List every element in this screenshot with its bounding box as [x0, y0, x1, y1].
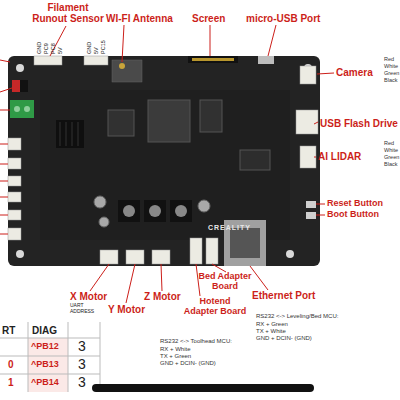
part-callout: Bed Adapter Board: [196, 272, 254, 292]
pin-label: PC15: [100, 40, 106, 54]
lidar-connector: [300, 146, 316, 168]
pin-label: 5V: [57, 47, 63, 54]
wiring-note: RX + Green: [256, 321, 288, 328]
wiring-note: RS232 <-> Toolhead MCU:: [160, 338, 232, 345]
pin-label: 5V: [93, 47, 99, 54]
table-cell: ^PB13: [31, 360, 59, 370]
part-callout: Camera: [336, 67, 373, 78]
board-shade: [40, 90, 290, 240]
power-terminal: [10, 100, 34, 118]
wire-color: White: [384, 63, 398, 69]
wiring-note: TX + White: [256, 328, 286, 335]
part-callout: Filament Runout Sensor: [30, 2, 106, 24]
part-callout: Reset Button: [327, 199, 383, 209]
soc-chip: [148, 100, 190, 142]
usb-connector: [296, 110, 318, 134]
ram-chip: [200, 100, 222, 132]
part-callout: X Motor: [70, 291, 107, 302]
pin-label: PC8: [50, 43, 56, 54]
part-callout: micro-USB Port: [246, 13, 320, 24]
table-cell: 1: [8, 377, 14, 388]
pin-table: [0, 322, 100, 392]
part-callout: Screen: [192, 13, 225, 24]
motor-connectors: [100, 238, 218, 264]
pin-label: GND: [86, 42, 92, 54]
wiring-note: GND + DCIN- (GND): [160, 360, 216, 367]
table-cell: RT: [2, 325, 15, 336]
part-callout: Boot Button: [327, 210, 379, 220]
part-callout: UART ADDRESS: [70, 303, 100, 314]
wiring-note: TX + Green: [160, 353, 191, 360]
wire-color: White: [384, 147, 398, 153]
camera-connector: [300, 66, 316, 84]
table-cell: ^PB12: [31, 342, 59, 352]
table-cell: 3: [78, 357, 86, 372]
power-switch: [20, 80, 28, 92]
wire-color: Green: [384, 70, 399, 76]
wire-color: Red: [384, 56, 394, 62]
table-cell: DIAG: [32, 325, 57, 336]
scroll-bar: [92, 384, 314, 392]
heatsink-fins: [60, 122, 78, 146]
ethernet-socket: [230, 228, 260, 258]
part-callout: Y Motor: [108, 304, 145, 315]
wire-color: Black: [384, 161, 397, 167]
wiring-note: RX + White: [160, 346, 191, 353]
screen-fpc: [188, 56, 238, 63]
wiring-note: RS232 <-> Leveling/Bed MCU:: [256, 313, 338, 320]
part-callout: Ethernet Port: [252, 290, 315, 301]
left-connectors: [8, 138, 21, 240]
micro-usb: [258, 56, 274, 64]
leader-lines: [0, 25, 334, 303]
aux-connector: [84, 56, 108, 65]
fpc-pins: [192, 58, 234, 61]
reset-switch: [306, 201, 316, 208]
part-callout: Hotend Adapter Board: [182, 297, 248, 317]
wire-color: Black: [384, 77, 397, 83]
stepper-drivers: [118, 200, 192, 222]
boot-switch: [306, 212, 316, 219]
board-logo: CREALITY: [208, 224, 251, 231]
wifi-module: [112, 60, 142, 82]
table-cell: 3: [78, 375, 86, 390]
table-cell: 0: [8, 359, 14, 370]
mounting-holes: [16, 64, 312, 258]
filament-connector: [34, 56, 62, 65]
power-switch: [12, 80, 20, 92]
wire-color: Red: [384, 140, 394, 146]
part-callout: WI-FI Antenna: [106, 13, 173, 24]
emmc-chip: [108, 110, 134, 136]
mcu-chip: [240, 150, 270, 170]
wiring-note: GND + DCIN- (GND): [256, 335, 312, 342]
table-cell: 3: [78, 339, 86, 354]
part-callout: AI LIDAR: [318, 151, 361, 162]
heatsink: [56, 120, 84, 148]
board-pcb: [8, 56, 320, 266]
part-callout: Z Motor: [144, 291, 181, 302]
table-cell: ^PB14: [31, 378, 59, 388]
part-callout: USB Flash Drive: [320, 118, 398, 129]
antenna-socket: [119, 63, 125, 69]
pin-label: PC9: [43, 43, 49, 54]
capacitors: [94, 196, 210, 227]
wire-color: Green: [384, 154, 399, 160]
controller-board: CREALITY: [8, 56, 320, 266]
pin-label: GND: [36, 42, 42, 54]
